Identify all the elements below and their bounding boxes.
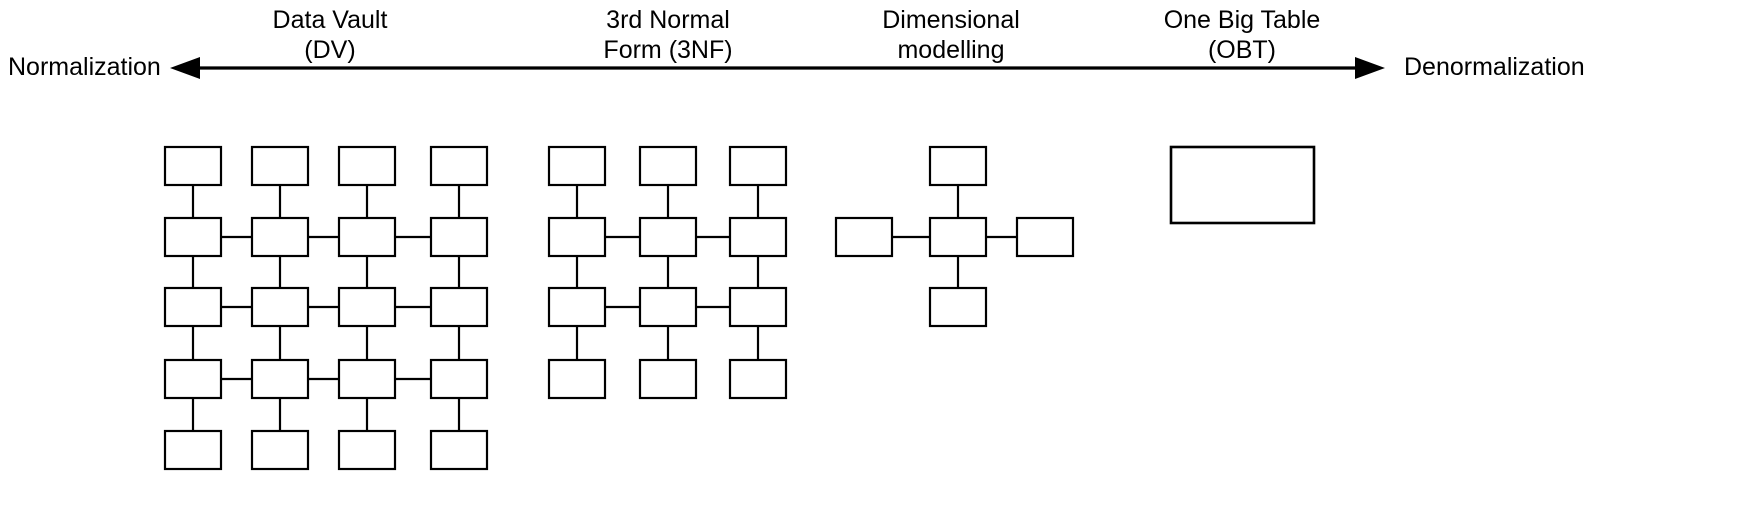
axis-label-normalization: Normalization [8, 53, 161, 81]
model-node-box-bottom [928, 286, 988, 328]
model-node-box [250, 429, 310, 471]
model-node-box [429, 145, 489, 187]
model-node-box [163, 216, 223, 258]
model-node-box [728, 145, 788, 187]
model-node-box [337, 145, 397, 187]
model-node-box [728, 216, 788, 258]
model-node-box [429, 429, 489, 471]
model-node-box [337, 358, 397, 400]
model-node-box-top [928, 145, 988, 187]
axis-label-denormalization: Denormalization [1404, 53, 1585, 81]
model-node-box [547, 216, 607, 258]
column-title-dimensional-modelling: Dimensional modelling [882, 6, 1020, 64]
model-node-box [728, 358, 788, 400]
model-node-box [547, 358, 607, 400]
model-diagram-dimensional-modelling [834, 145, 1075, 328]
model-node-box [429, 358, 489, 400]
column-title-third-normal-form: 3rd Normal Form (3NF) [603, 6, 733, 64]
model-node-box [250, 216, 310, 258]
model-node-box-right [1015, 216, 1075, 258]
model-node-box [163, 429, 223, 471]
model-node-box [638, 358, 698, 400]
model-node-box [163, 358, 223, 400]
column-title-one-big-table: One Big Table (OBT) [1163, 6, 1321, 64]
model-node-box [163, 145, 223, 187]
model-node-box [250, 145, 310, 187]
model-node-box [337, 216, 397, 258]
model-node-box [337, 429, 397, 471]
model-node-box-one-big-table [1169, 145, 1316, 225]
model-node-box [547, 286, 607, 328]
model-diagram-data-vault [163, 145, 489, 471]
model-node-box [429, 286, 489, 328]
model-node-box [250, 358, 310, 400]
model-node-box-center [928, 216, 988, 258]
model-node-box [429, 216, 489, 258]
model-node-box [728, 286, 788, 328]
model-diagram-third-normal-form [547, 145, 788, 400]
model-diagram-one-big-table [1169, 145, 1316, 225]
column-title-data-vault: Data Vault (DV) [272, 6, 388, 64]
model-node-box [163, 286, 223, 328]
model-node-box-left [834, 216, 894, 258]
model-node-box [638, 286, 698, 328]
model-node-box [638, 145, 698, 187]
model-node-box [250, 286, 310, 328]
model-node-box [337, 286, 397, 328]
model-node-box [547, 145, 607, 187]
model-node-box [638, 216, 698, 258]
